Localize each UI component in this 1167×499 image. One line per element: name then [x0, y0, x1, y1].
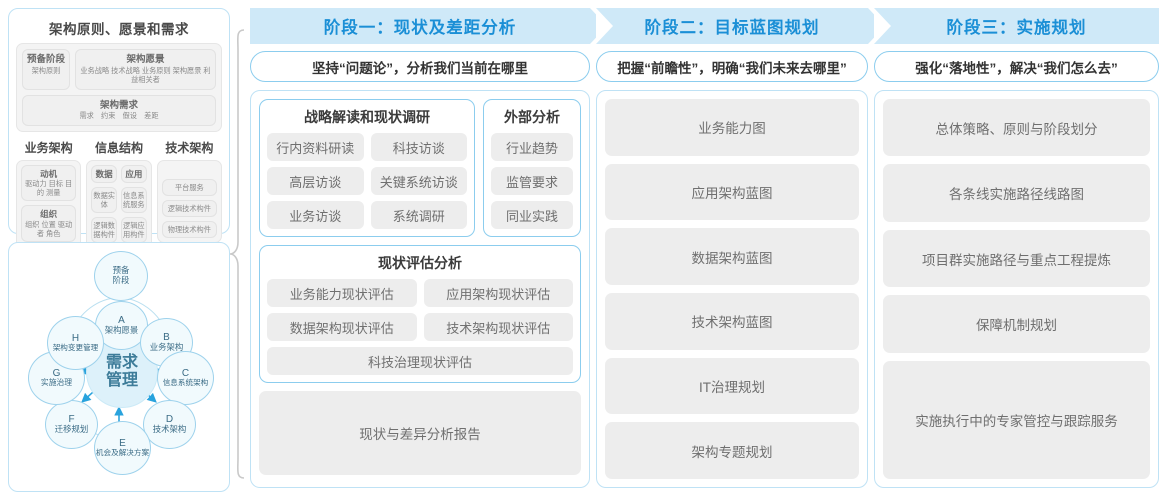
- phase-1-banner: 阶段一：现状及差距分析: [250, 8, 607, 44]
- list-item[interactable]: 业务能力图: [605, 99, 859, 156]
- list-item[interactable]: IT治理规划: [605, 357, 859, 415]
- list-item[interactable]: 高层访谈: [267, 167, 364, 195]
- list-item[interactable]: 科技访谈: [370, 133, 467, 161]
- list-item[interactable]: 数据架构蓝图: [605, 228, 859, 286]
- phase-2-subtitle: 把握“前瞻性”，明确“我们未来去哪里”: [596, 51, 868, 82]
- list-item[interactable]: 科技治理现状评估: [267, 347, 573, 375]
- left-column: 架构原则、愿景和需求 预备阶段 架构原则 架构愿景 业务战略 技术战略 业务原则…: [8, 8, 230, 492]
- adm-node-h-architecture-change-management: H 架构变更管理: [47, 316, 104, 370]
- list-item[interactable]: 行内资料研读: [267, 133, 364, 161]
- phase-1-report-chip[interactable]: 现状与差异分析报告: [259, 391, 581, 475]
- list-item[interactable]: 实施执行中的专家管控与跟踪服务: [883, 360, 1150, 479]
- card-external-analysis: 外部分析 行业趋势 监管要求 同业实践: [483, 99, 581, 237]
- list-item[interactable]: 业务能力现状评估: [267, 279, 417, 307]
- architecture-vision-sub: 业务战略 技术战略 业务原则 架构愿景 利益相关者: [80, 65, 211, 85]
- adm-node-c-information-systems-architecture: C 信息系统架构: [157, 351, 214, 405]
- list-item[interactable]: 数据架构现状评估: [267, 313, 417, 341]
- phase-1-body: 战略解读和现状调研 行内资料研读 科技访谈 高层访谈 关键系统访谈 业务访谈 系…: [250, 90, 590, 488]
- card-current-state-assessment: 现状评估分析 业务能力现状评估 应用架构现状评估 数据架构现状评估 技术架构现状…: [259, 245, 581, 383]
- table-row: 行内资料研读 科技访谈: [267, 133, 467, 161]
- card-strategy-research: 战略解读和现状调研 行内资料研读 科技访谈 高层访谈 关键系统访谈 业务访谈 系…: [259, 99, 475, 237]
- list-item[interactable]: 同业实践: [491, 201, 573, 229]
- phase-3: 阶段三：实施规划 强化“落地性”，解决“我们怎么去” 总体策略、原则与阶段划分 …: [874, 8, 1159, 488]
- table-row: 数据架构现状评估 技术架构现状评估: [267, 313, 573, 341]
- architecture-requirement-sub: 需求 约束 假设 差距: [79, 111, 159, 121]
- list-item[interactable]: 系统调研: [370, 201, 467, 229]
- phase-3-body: 总体策略、原则与阶段划分 各条线实施路径线路图 项目群实施路径与重点工程提炼 保…: [874, 90, 1159, 488]
- prep-phase-box: 预备阶段 架构原则: [22, 49, 70, 90]
- phase-3-subtitle: 强化“落地性”，解决“我们怎么去”: [874, 51, 1159, 82]
- pillar-business-title: 业务架构: [24, 140, 73, 155]
- pillar-technology-body: 平台服务 逻辑技术构件 物理技术构件: [156, 159, 222, 243]
- phase-2: 阶段二：目标蓝图规划 把握“前瞻性”，明确“我们未来去哪里” 业务能力图 应用架…: [596, 8, 885, 488]
- list-item[interactable]: 各条线实施路径线路图: [883, 164, 1150, 222]
- architecture-vision-head: 架构愿景: [126, 54, 165, 65]
- list-item[interactable]: 保障机制规划: [883, 295, 1150, 353]
- architecture-requirement-head: 架构需求: [99, 99, 138, 111]
- adm-node-d-technology-architecture: D 技术架构: [143, 400, 196, 449]
- adm-node-b-business-architecture: B 业务架构: [140, 318, 193, 367]
- architecture-requirements-group: 预备阶段 架构原则 架构愿景 业务战略 技术战略 业务原则 架构愿景 利益相关者…: [16, 43, 222, 132]
- togaf-panel-title: 架构原则、愿景和需求: [49, 22, 189, 37]
- list-item[interactable]: 技术架构现状评估: [423, 313, 573, 341]
- list-item[interactable]: 项目群实施路径与重点工程提炼: [883, 229, 1150, 288]
- card-external-analysis-title: 外部分析: [504, 109, 560, 125]
- adm-cycle-panel: 预备阶段 需求管理 A 架构愿景 B 业务架构 C 信息系统架构: [8, 242, 230, 492]
- list-item[interactable]: 应用架构现状评估: [423, 279, 573, 307]
- list-item[interactable]: 技术架构蓝图: [605, 293, 859, 350]
- list-item[interactable]: 应用架构蓝图: [605, 163, 859, 221]
- list-item[interactable]: 总体策略、原则与阶段划分: [883, 99, 1150, 157]
- architecture-vision-box: 架构愿景 业务战略 技术战略 业务原则 架构愿景 利益相关者: [75, 49, 216, 90]
- list-item[interactable]: 行业趋势: [491, 133, 573, 161]
- adm-node-e-opportunities-solutions: E 机会及解决方案: [94, 421, 151, 475]
- prep-vision-row: 预备阶段 架构原则 架构愿景 业务战略 技术战略 业务原则 架构愿景 利益相关者: [22, 49, 216, 90]
- phase-1: 阶段一：现状及差距分析 坚持“问题论”，分析我们当前在哪里 战略解读和现状调研 …: [250, 8, 607, 488]
- list-item[interactable]: 架构专题规划: [605, 422, 859, 480]
- togaf-content-framework-panel: 架构原则、愿景和需求 预备阶段 架构原则 架构愿景 业务战略 技术战略 业务原则…: [8, 8, 230, 346]
- adm-node-preparation: 预备阶段: [94, 251, 148, 301]
- brace-connector: [229, 29, 245, 479]
- phase-2-body: 业务能力图 应用架构蓝图 数据架构蓝图 技术架构蓝图 IT治理规划 架构专题规划: [596, 90, 868, 488]
- phase-1-subtitle: 坚持“问题论”，分析我们当前在哪里: [250, 51, 590, 82]
- card-current-state-assessment-title: 现状评估分析: [378, 255, 462, 271]
- card-strategy-research-title: 战略解读和现状调研: [304, 109, 430, 125]
- table-row: 科技治理现状评估: [267, 347, 573, 375]
- prep-phase-sub: 架构原则: [31, 65, 61, 75]
- phase-2-banner: 阶段二：目标蓝图规划: [596, 8, 885, 44]
- table-row: 高层访谈 关键系统访谈: [267, 167, 467, 195]
- table-row: 业务能力现状评估 应用架构现状评估: [267, 279, 573, 307]
- list-item[interactable]: 业务访谈: [267, 201, 364, 229]
- business-block-motivation: 动机 驱动力 目标 目的 测量: [21, 164, 77, 202]
- phase-1-top-row: 战略解读和现状调研 行内资料研读 科技访谈 高层访谈 关键系统访谈 业务访谈 系…: [259, 99, 581, 237]
- adm-node-f-migration-planning: F 迁移规划: [45, 400, 98, 449]
- list-item[interactable]: 监管要求: [491, 167, 573, 195]
- business-block-organization: 组织 组织 位置 驱动者 角色: [21, 205, 77, 243]
- prep-phase-head: 预备阶段: [26, 54, 65, 65]
- phase-3-banner: 阶段三：实施规划: [874, 8, 1159, 44]
- list-item[interactable]: 关键系统访谈: [370, 167, 467, 195]
- adm-cycle-wrap: 预备阶段 需求管理 A 架构愿景 B 业务架构 C 信息系统架构: [9, 243, 229, 491]
- pillar-information-title: 信息结构: [94, 140, 143, 155]
- pillar-technology-title: 技术架构: [165, 140, 214, 155]
- architecture-requirement-box: 架构需求 需求 约束 假设 差距: [22, 94, 216, 126]
- table-row: 业务访谈 系统调研: [267, 201, 467, 229]
